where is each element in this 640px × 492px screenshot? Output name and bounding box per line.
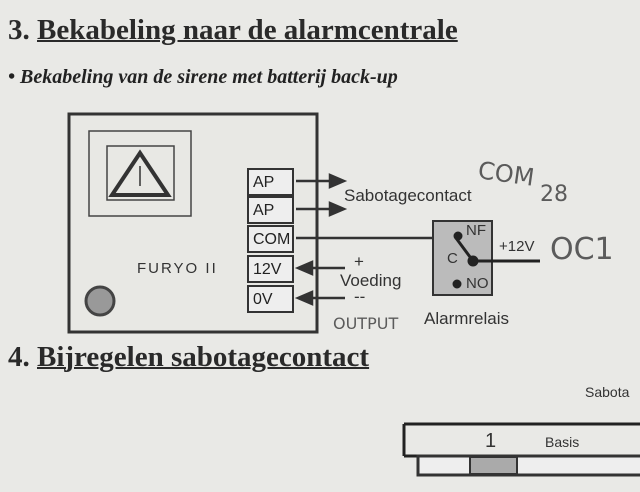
section-number: 3. (8, 14, 30, 46)
terminal-0v: 0V (247, 285, 294, 313)
handwritten-oc1: OC1 (550, 232, 614, 267)
section-3-heading: 3. Bekabeling naar de alarmcentrale (8, 14, 458, 47)
relay-voltage: +12V (499, 238, 535, 255)
section-number: 4. (8, 341, 30, 373)
relay-box (432, 220, 493, 296)
relay-nf: NF (466, 222, 486, 239)
part-number: 1 (485, 430, 497, 452)
terminal-12v: 12V (247, 255, 294, 283)
relay-label: Alarmrelais (424, 309, 510, 328)
subtitle: • Bekabeling van de sirene met batterij … (8, 66, 398, 88)
device-label: FURYO II (137, 260, 218, 277)
power-minus: -- (354, 287, 366, 306)
section-4-heading: 4. Bijregelen sabotagecontact (8, 341, 369, 374)
tamper-label: Sabotagecontact (344, 186, 472, 205)
section-title: Bijregelen sabotagecontact (37, 341, 370, 373)
led-icon (84, 285, 116, 317)
basis-label: Basis (545, 434, 580, 450)
terminal-com: COM (247, 225, 294, 253)
section-title: Bekabeling naar de alarmcentrale (37, 14, 458, 46)
relay-c: C (447, 250, 458, 267)
handwritten-output: OUTPUT (333, 314, 399, 333)
warning-icon (108, 149, 172, 197)
power-label: Voeding (340, 271, 402, 290)
sabota-label: Sabota (585, 384, 630, 400)
relay-no: NO (466, 275, 489, 292)
power-plus: + (354, 252, 364, 271)
terminal-ap-2: AP (247, 196, 294, 224)
terminal-ap-1: AP (247, 168, 294, 196)
handwritten-28: 28 (540, 182, 568, 207)
base-bar (416, 454, 640, 477)
